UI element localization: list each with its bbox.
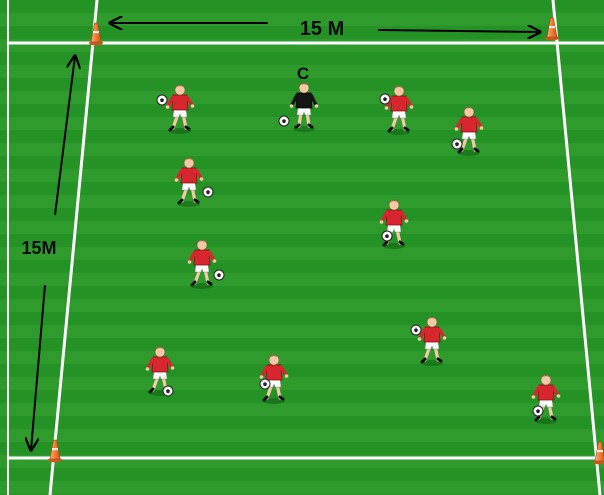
grass-stripe: [0, 130, 604, 143]
soccer-ball-icon: [533, 406, 543, 416]
soccer-ball-icon: [382, 231, 392, 241]
grass-stripe: [0, 156, 604, 169]
soccer-ball-icon: [214, 270, 224, 280]
soccer-ball-icon: [380, 94, 390, 104]
side-dimension-label: 15M: [21, 238, 56, 258]
soccer-ball-icon: [260, 379, 270, 389]
grass-stripe: [0, 208, 604, 221]
grass-stripe: [0, 234, 604, 247]
grass-stripe: [0, 442, 604, 455]
grass-stripe: [0, 286, 604, 299]
soccer-ball-icon: [157, 95, 167, 105]
top-dimension-label: 15 M: [300, 18, 344, 40]
grass-stripe: [0, 416, 604, 429]
grass-stripe: [0, 182, 604, 195]
grass-stripe: [0, 364, 604, 377]
soccer-ball-icon: [452, 139, 462, 149]
grass-stripe: [0, 338, 604, 351]
soccer-ball-icon: [163, 386, 173, 396]
grass-stripe: [0, 260, 604, 273]
grass-stripe: [0, 0, 604, 13]
grass-stripe: [0, 390, 604, 403]
coach-label: C: [297, 64, 309, 83]
grass-stripe: [0, 468, 604, 481]
soccer-ball-icon: [279, 116, 289, 126]
soccer-ball-icon: [203, 187, 213, 197]
soccer-ball-icon: [411, 325, 421, 335]
grass-stripe: [0, 312, 604, 325]
